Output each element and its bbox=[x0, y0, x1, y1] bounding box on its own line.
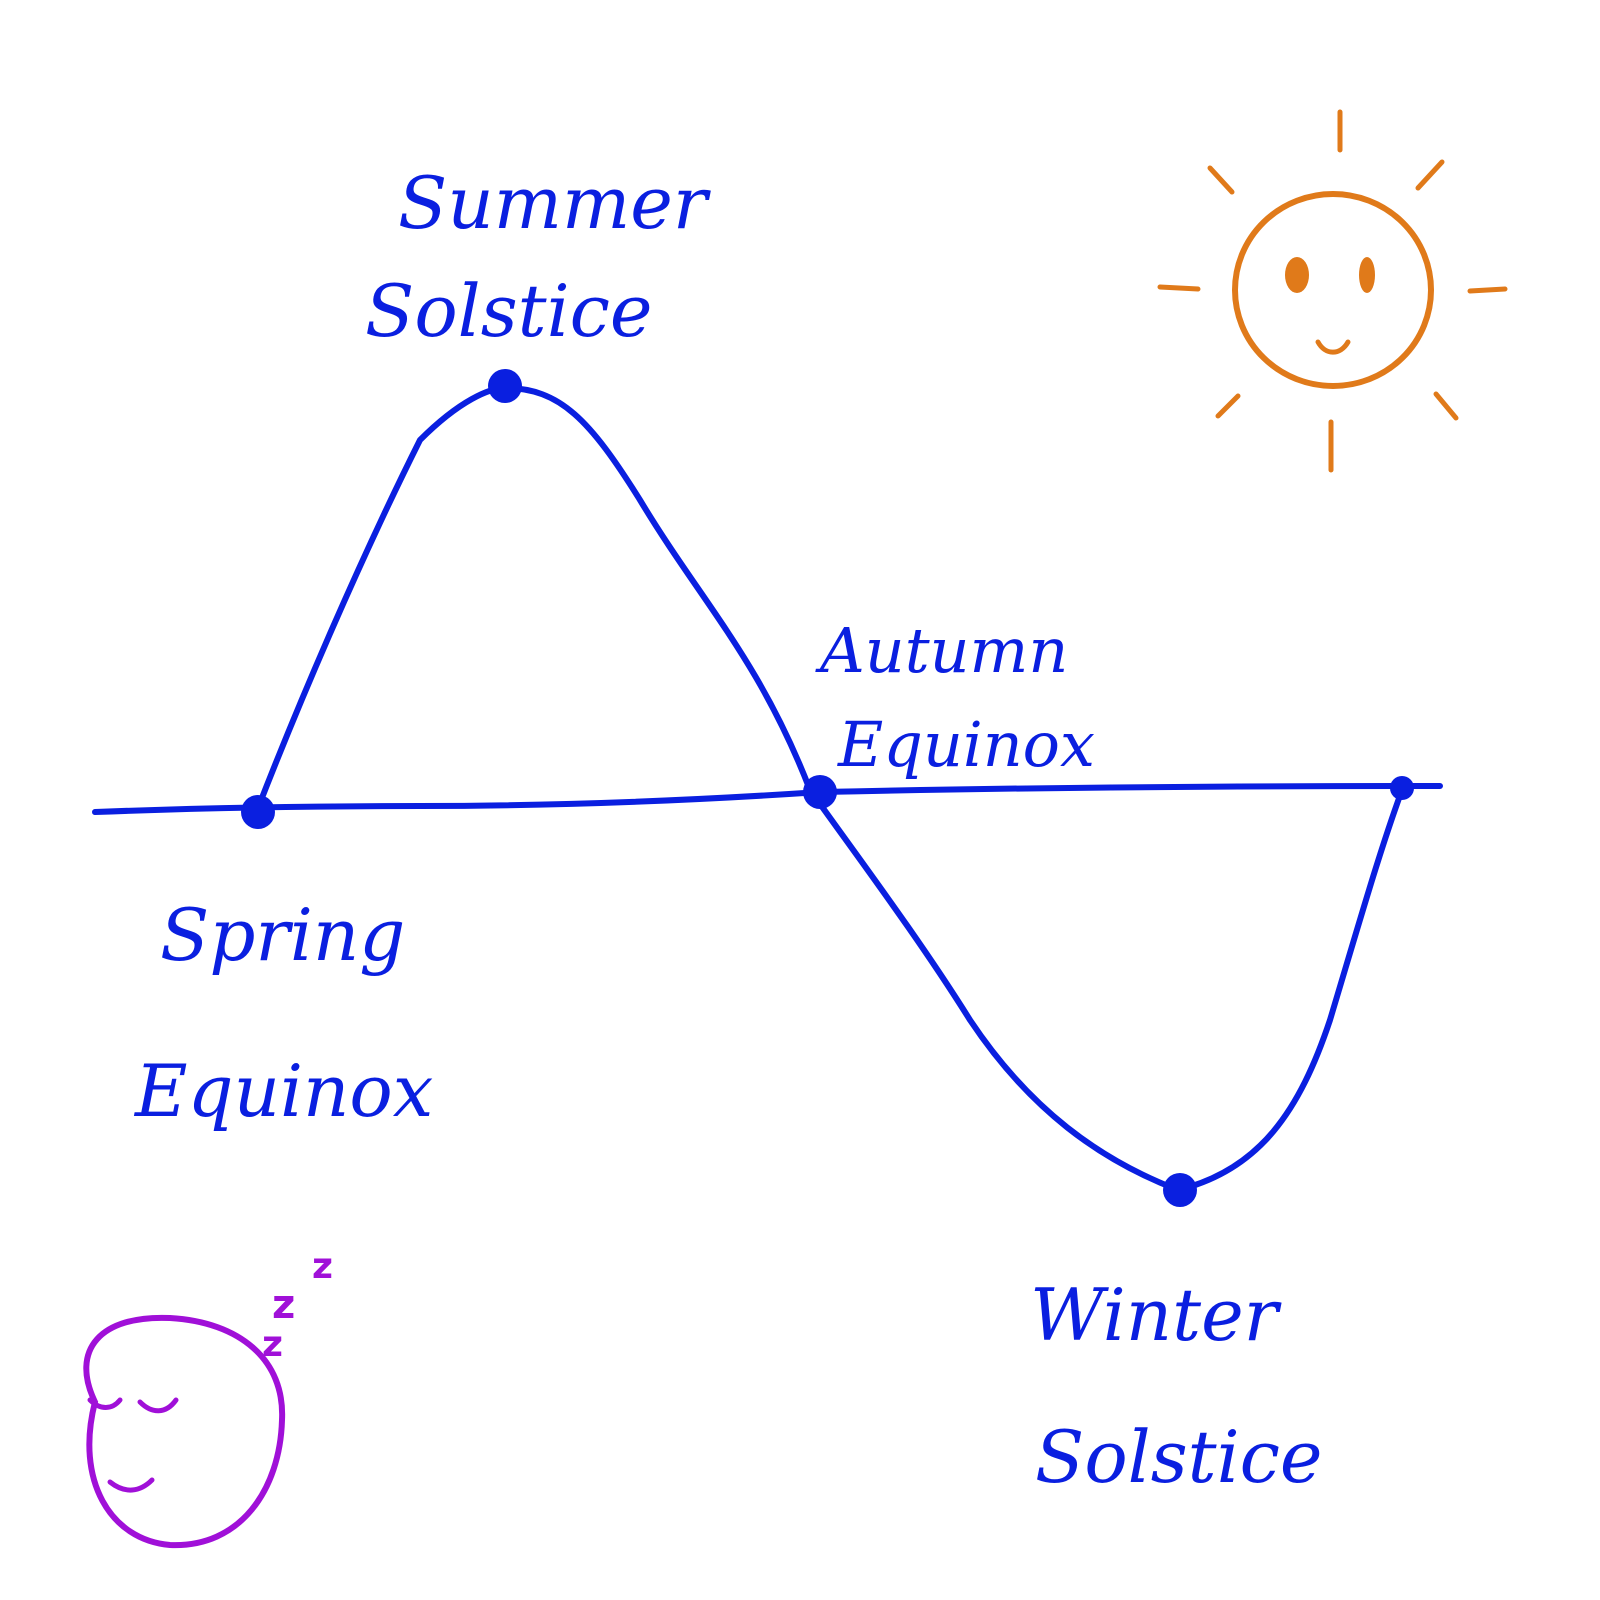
winter-solstice-label-line2: Solstice bbox=[1035, 1415, 1323, 1499]
year-end-point bbox=[1390, 776, 1414, 800]
summer-solstice-label-line1: Summer bbox=[398, 161, 711, 245]
zzz-medium: z bbox=[272, 1282, 295, 1328]
autumn-equinox-label-line2: Equinox bbox=[837, 708, 1095, 781]
spring-equinox-point bbox=[241, 795, 275, 829]
autumn-equinox-label-line1: Autumn bbox=[815, 614, 1068, 687]
spring-equinox-label-line2: Equinox bbox=[133, 1049, 433, 1133]
summer-solstice-point bbox=[488, 369, 522, 403]
sleeping-moon-icon bbox=[83, 1314, 286, 1549]
zzz-large: z bbox=[312, 1246, 333, 1287]
winter-solstice-point bbox=[1163, 1173, 1197, 1207]
summer-solstice-label-line2: Solstice bbox=[365, 269, 653, 353]
winter-solstice-label-line1: Winter bbox=[1030, 1273, 1282, 1357]
zzz-small: z bbox=[262, 1324, 283, 1365]
spring-equinox-label-line1: Spring bbox=[160, 893, 405, 977]
baseline bbox=[92, 783, 1443, 815]
smiling-sun-icon bbox=[1157, 109, 1508, 473]
autumn-equinox-point bbox=[803, 775, 837, 809]
